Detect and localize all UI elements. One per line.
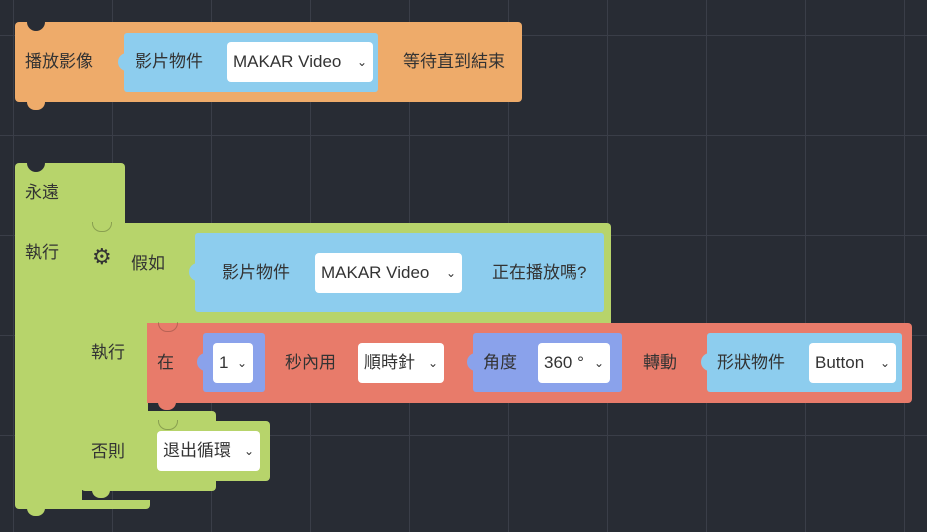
block-notch xyxy=(27,163,45,172)
block-notch xyxy=(92,222,112,232)
wait-until-end-label: 等待直到結束 xyxy=(403,52,505,71)
video-playing-condition-block[interactable]: 影片物件 MAKAR Video ⌄ 正在播放嗎? xyxy=(189,233,604,312)
play-video-block[interactable]: 播放影像 影片物件 MAKAR Video ⌄ 等待直到結束 xyxy=(15,22,522,110)
block-notch xyxy=(27,22,45,31)
input-pin xyxy=(701,353,711,371)
shape-dropdown[interactable]: Button ⌄ xyxy=(809,343,896,383)
video-dropdown-value: MAKAR Video xyxy=(233,52,342,71)
break-loop-block[interactable]: 退出循環 ⌄ xyxy=(147,420,270,481)
forever-body: 執行 xyxy=(15,224,82,502)
if-label: 假如 xyxy=(131,254,165,273)
chevron-down-icon: ⌄ xyxy=(356,55,367,69)
angle-value: 360 ° xyxy=(544,353,584,372)
video-object-label: 影片物件 xyxy=(222,263,290,282)
input-pin xyxy=(467,353,477,371)
if-else-block[interactable]: ⚙ 假如 影片物件 MAKAR Video ⌄ 正在播放嗎? xyxy=(81,222,611,323)
forever-footer xyxy=(15,500,150,516)
chevron-down-icon: ⌄ xyxy=(427,356,438,370)
chevron-down-icon: ⌄ xyxy=(445,266,456,280)
angle-label: 角度 xyxy=(483,353,517,372)
seconds-number-block[interactable]: 1 ⌄ xyxy=(197,333,265,392)
angle-block[interactable]: 角度 360 ° ⌄ xyxy=(467,333,622,392)
rotate-prefix-label: 在 xyxy=(157,353,174,372)
chevron-down-icon: ⌄ xyxy=(243,444,254,458)
break-value: 退出循環 xyxy=(163,441,231,460)
chevron-down-icon: ⌄ xyxy=(236,356,247,370)
input-pin xyxy=(189,263,199,281)
if-else-body: 執行 否則 xyxy=(81,322,148,490)
rotate-block[interactable]: 在 1 ⌄ 秒內用 順時針 ⌄ 角度 360 ° ⌄ 轉動 形狀物件 Butto… xyxy=(147,322,912,410)
block-tab xyxy=(158,402,176,410)
video-object-label: 影片物件 xyxy=(135,52,203,71)
shape-object-label: 形狀物件 xyxy=(717,353,785,372)
video-dropdown[interactable]: MAKAR Video ⌄ xyxy=(315,253,462,293)
forever-do-label: 執行 xyxy=(25,243,59,262)
block-tab xyxy=(27,508,45,516)
forever-block[interactable]: 永遠 xyxy=(15,163,125,225)
seconds-dropdown[interactable]: 1 ⌄ xyxy=(213,343,253,383)
seconds-using-label: 秒內用 xyxy=(285,353,336,372)
block-notch xyxy=(158,322,178,332)
forever-label: 永遠 xyxy=(25,183,59,202)
chevron-down-icon: ⌄ xyxy=(593,356,604,370)
input-pin xyxy=(197,353,207,371)
shape-value: Button xyxy=(815,353,865,372)
break-dropdown[interactable]: 退出循環 ⌄ xyxy=(157,431,260,471)
chevron-down-icon: ⌄ xyxy=(879,356,890,370)
angle-dropdown[interactable]: 360 ° ⌄ xyxy=(538,343,610,383)
block-tab xyxy=(27,102,45,110)
block-notch xyxy=(158,420,178,430)
rotate-verb-label: 轉動 xyxy=(643,353,677,372)
seconds-value: 1 xyxy=(219,353,229,372)
if-else-footer xyxy=(81,481,216,498)
direction-value: 順時針 xyxy=(364,353,415,372)
block-tab xyxy=(92,490,110,498)
input-pin xyxy=(118,53,128,71)
if-do-label: 執行 xyxy=(91,343,125,362)
video-dropdown[interactable]: MAKAR Video ⌄ xyxy=(227,42,373,82)
video-object-block[interactable]: 影片物件 MAKAR Video ⌄ xyxy=(118,33,378,92)
gear-icon[interactable]: ⚙ xyxy=(92,244,112,269)
else-label: 否則 xyxy=(91,442,125,461)
video-dropdown-value: MAKAR Video xyxy=(321,263,430,282)
play-video-label: 播放影像 xyxy=(25,52,93,71)
is-playing-label: 正在播放嗎? xyxy=(492,263,587,282)
shape-object-block[interactable]: 形狀物件 Button ⌄ xyxy=(701,333,902,392)
direction-dropdown[interactable]: 順時針 ⌄ xyxy=(358,343,444,383)
